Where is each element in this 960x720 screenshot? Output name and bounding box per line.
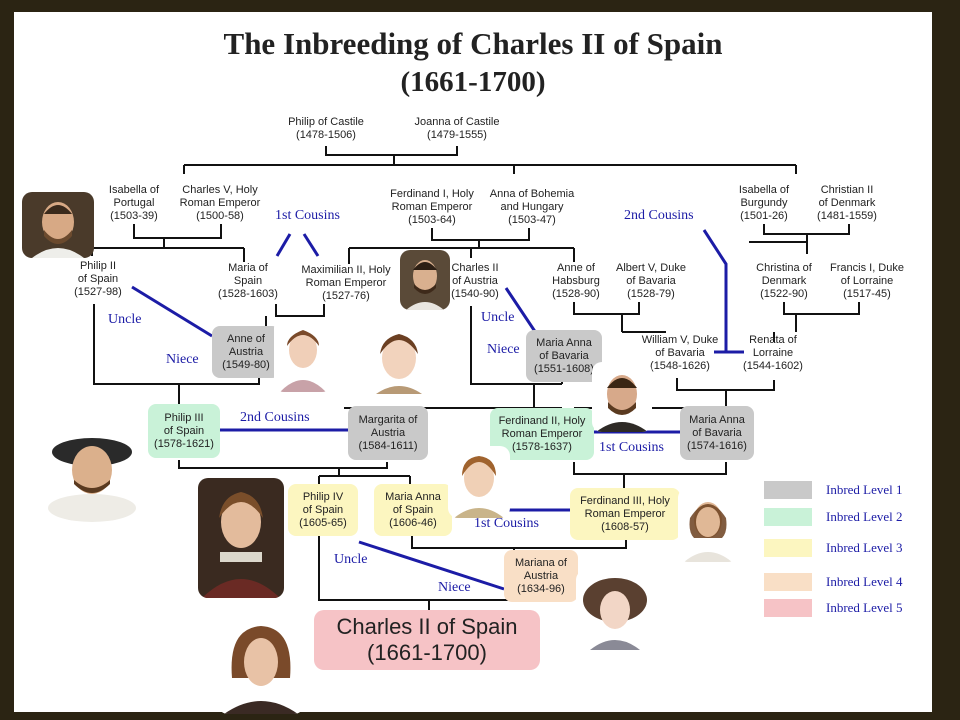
person-charles-ii-of-spain: Charles II of Spain (1661-1700) xyxy=(314,610,540,670)
person-mariana-of-austria: Mariana of Austria (1634-96) xyxy=(504,550,578,602)
legend-swatch-level-5 xyxy=(764,599,812,617)
legend-label-level-1: Inbred Level 1 xyxy=(826,482,903,497)
portrait-margarita-of-austria xyxy=(366,322,432,394)
relation-niece-maria-anna: Niece xyxy=(487,342,520,357)
person-margarita-of-austria: Margarita of Austria (1584-1611) xyxy=(348,406,428,460)
legend-label-level-2: Inbred Level 2 xyxy=(826,509,903,524)
person-philip-iii: Philip III of Spain (1578-1621) xyxy=(148,404,220,458)
diagram-title: The Inbreeding of Charles II of Spain xyxy=(223,26,723,61)
person-anne-of-habsburg: Anne of Habsburg (1528-90) xyxy=(552,262,600,300)
person-isabella-of-portugal: Isabella of Portugal (1503-39) xyxy=(108,184,160,222)
legend-label-level-3: Inbred Level 3 xyxy=(826,540,903,555)
person-philip-iv: Philip IV of Spain (1605-65) xyxy=(288,484,358,536)
person-ferdinand-iii: Ferdinand III, Holy Roman Emperor (1608-… xyxy=(570,488,680,540)
relation-first-cousins-maria-maximilian: 1st Cousins xyxy=(275,208,340,223)
relation-second-cousins-william-renata: 2nd Cousins xyxy=(624,208,694,223)
person-philip-ii: Philip II of Spain (1527-98) xyxy=(74,260,122,298)
portrait-philip-iii xyxy=(36,422,142,522)
person-joanna-of-castile: Joanna of Castile (1479-1555) xyxy=(414,116,500,141)
person-anne-of-austria: Anne of Austria (1549-80) xyxy=(212,326,280,378)
portrait-charles-ii-of-austria xyxy=(400,250,450,310)
person-francis-i: Francis I, Duke of Lorraine (1517-45) xyxy=(830,262,904,300)
person-anna-of-bohemia: Anna of Bohemia and Hungary (1503-47) xyxy=(489,188,575,226)
portrait-ferdinand-iii xyxy=(678,488,738,562)
portrait-mariana-of-austria xyxy=(576,570,654,650)
relation-first-cousins-maria-anna-ferdinand-iii: 1st Cousins xyxy=(474,516,539,531)
person-christian-ii: Christian II of Denmark (1481-1559) xyxy=(817,184,877,222)
portrait-anne-of-austria xyxy=(274,318,332,392)
person-renata-of-lorraine: Renata of Lorraine (1544-1602) xyxy=(743,334,803,372)
legend-swatch-level-4 xyxy=(764,573,812,591)
legend-swatch-level-3 xyxy=(764,539,812,557)
legend-swatch-level-2 xyxy=(764,508,812,526)
relation-first-cousins-ferdinand-ii-maria-anna: 1st Cousins xyxy=(599,440,664,455)
person-charles-v: Charles V, Holy Roman Emperor (1500-58) xyxy=(179,184,261,222)
relation-uncle-philip-ii: Uncle xyxy=(108,312,142,327)
person-maximilian-ii: Maximilian II, Holy Roman Emperor (1527-… xyxy=(301,264,391,302)
relation-second-cousins-philip-iii-margarita: 2nd Cousins xyxy=(240,410,310,425)
legend-label-level-5: Inbred Level 5 xyxy=(826,600,903,615)
portrait-philip-iv xyxy=(198,478,284,598)
person-maria-anna-of-bavaria-1551: Maria Anna of Bavaria (1551-1608) xyxy=(526,330,602,382)
diagram-subtitle: (1661-1700) xyxy=(400,66,546,98)
relation-niece-anne-of-austria: Niece xyxy=(166,352,199,367)
person-albert-v: Albert V, Duke of Bavaria (1528-79) xyxy=(616,262,686,300)
person-christina-of-denmark: Christina of Denmark (1522-90) xyxy=(756,262,812,300)
relation-uncle-charles-ii-austria: Uncle xyxy=(481,310,515,325)
person-maria-anna-of-spain: Maria Anna of Spain (1606-46) xyxy=(374,484,452,536)
diagram-canvas: The Inbreeding of Charles II of Spain (1… xyxy=(14,12,932,714)
person-maria-of-spain: Maria of Spain (1528-1603) xyxy=(218,262,278,300)
person-william-v: William V, Duke of Bavaria (1548-1626) xyxy=(641,334,719,372)
legend-label-level-4: Inbred Level 4 xyxy=(826,574,903,589)
legend-swatch-level-1 xyxy=(764,481,812,499)
person-philip-of-castile: Philip of Castile (1478-1506) xyxy=(288,116,364,141)
portrait-ferdinand-ii xyxy=(592,362,652,432)
relation-uncle-philip-iv: Uncle xyxy=(334,552,368,567)
portrait-maria-anna-of-spain xyxy=(448,446,510,518)
person-isabella-of-burgundy: Isabella of Burgundy (1501-26) xyxy=(738,184,790,222)
portrait-charles-v xyxy=(22,192,94,258)
person-maria-anna-of-bavaria-1574: Maria Anna of Bavaria (1574-1616) xyxy=(680,406,754,460)
person-charles-ii-of-austria: Charles II of Austria (1540-90) xyxy=(451,262,499,300)
relation-niece-mariana: Niece xyxy=(438,580,471,595)
portrait-charles-ii-of-spain xyxy=(218,618,304,714)
person-ferdinand-i: Ferdinand I, Holy Roman Emperor (1503-64… xyxy=(390,188,474,226)
